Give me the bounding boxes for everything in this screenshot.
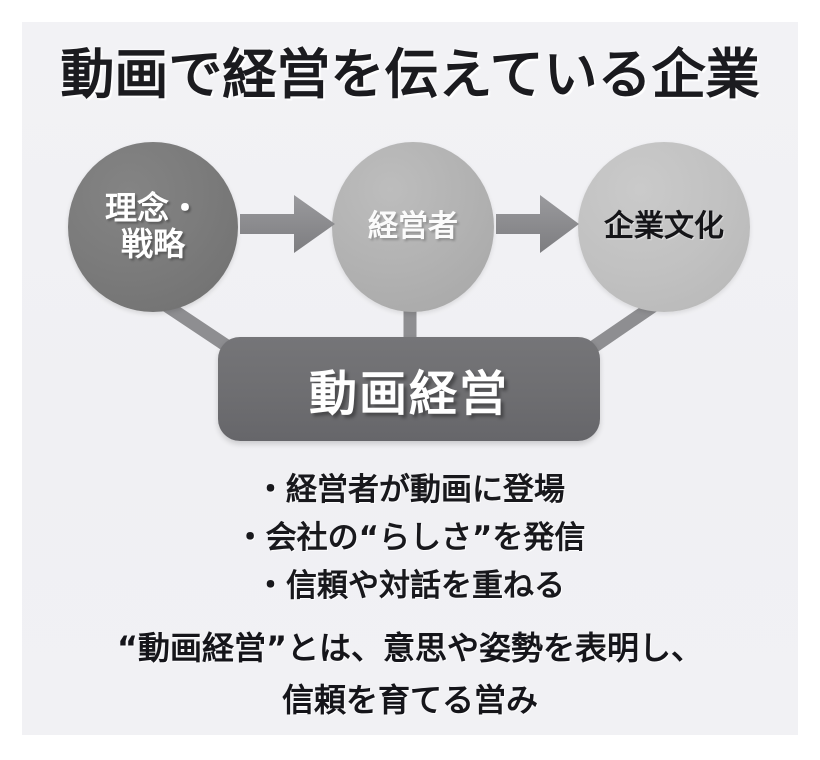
page-title: 動画で経営を伝えている企業 [60,43,760,106]
node-manager-line-1: 経営者 [368,209,458,245]
summary-line-2: 信頼を育てる営み [281,680,538,719]
arrow-right-icon-strategy-to-manager [240,195,335,253]
node-strategy-line-1: 理念・ [104,189,201,228]
node-manager: 経営者 [332,142,494,312]
node-strategy-line-2: 戦略 [120,225,185,263]
arrow-right-icon-manager-to-culture [496,195,579,253]
list-item: ・信頼や対話を重ねる [255,568,565,605]
summary-text: “動画経営”とは、意思や姿勢を表明し、 信頼を育てる営み [0,623,820,727]
summary-line-1: “動画経営”とは、意思や姿勢を表明し、 [116,629,704,667]
bullet-list: ・経営者が動画に登場 ・会社の“らしさ”を発信 ・信頼や対話を重ねる [0,466,820,610]
node-culture-line-1: 企業文化 [604,209,724,245]
list-item: ・会社の“らしさ”を発信 [234,520,586,557]
list-item: ・経営者が動画に登場 [255,472,565,508]
center-box: 動画経営 [218,337,600,441]
node-strategy: 理念・ 戦略 [68,142,238,312]
node-culture: 企業文化 [578,142,750,312]
center-box-label: 動画経営 [308,366,509,422]
